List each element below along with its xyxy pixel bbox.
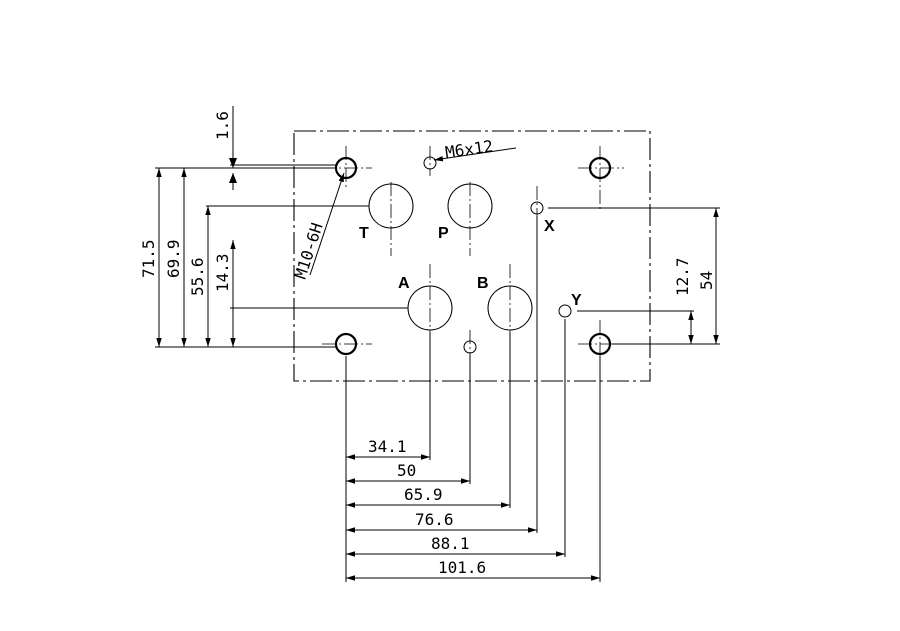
port-hole-p <box>447 183 493 229</box>
port-hole-b <box>487 285 533 331</box>
port-label-x: X <box>544 218 555 235</box>
extension-lines <box>345 216 601 582</box>
left-extension-lines <box>155 164 408 348</box>
bolt-thread-callout: M10-6H <box>291 220 327 281</box>
port-hole-y <box>558 304 572 318</box>
holes <box>334 156 612 356</box>
dim-34-1: 34.1 <box>368 437 407 456</box>
horizontal-dimensions: 34.1 50 65.9 76.6 88.1 101.6 <box>346 437 600 581</box>
bolt-hole-top-right <box>588 156 612 180</box>
port-label-y: Y <box>571 292 582 309</box>
dim-65-9: 65.9 <box>404 485 443 504</box>
centerlines <box>322 146 624 366</box>
port-label-b: B <box>477 275 489 292</box>
bolt-hole-bottom-right <box>588 332 612 356</box>
dim-14-3: 14.3 <box>213 253 232 292</box>
dim-69-9: 69.9 <box>164 239 183 278</box>
port-label-a: A <box>398 275 410 292</box>
pin-hole-top <box>423 156 437 170</box>
dim-54: 54 <box>697 271 716 290</box>
plate-outline <box>293 130 651 382</box>
bolt-hole-bottom-left <box>334 332 358 356</box>
vertical-dimensions-right: 12.7 54 <box>548 207 720 345</box>
port-label-p: P <box>438 225 449 242</box>
dim-1-6: 1.6 <box>213 111 232 140</box>
dim-101-6: 101.6 <box>438 558 486 577</box>
pin-hole-bottom <box>463 340 477 354</box>
pin-thread-callout: M6x12 <box>444 136 494 162</box>
port-labels: T P A B X Y <box>359 218 582 309</box>
dim-88-1: 88.1 <box>431 534 470 553</box>
port-hole-x <box>530 201 544 215</box>
dim-12-7: 12.7 <box>673 257 692 296</box>
dim-71-5: 71.5 <box>139 239 158 278</box>
dim-76-6: 76.6 <box>415 510 454 529</box>
dim-55-6: 55.6 <box>188 257 207 296</box>
callouts: M10-6H M6x12 <box>291 136 517 281</box>
port-label-t: T <box>359 225 369 242</box>
dim-50: 50 <box>397 461 416 480</box>
vertical-dimensions-left: 71.5 69.9 55.6 14.3 1.6 <box>139 106 237 347</box>
